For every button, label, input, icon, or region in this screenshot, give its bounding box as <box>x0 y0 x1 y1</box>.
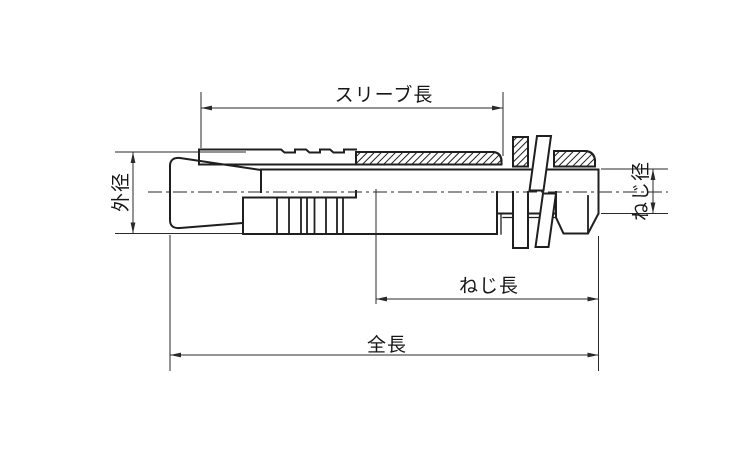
dim-label-thread-diameter: ねじ径 <box>630 161 652 221</box>
dim-label-total-length: 全長 <box>367 334 407 356</box>
extension-lines <box>115 92 668 371</box>
clip-slits-bottom-view <box>242 190 498 235</box>
dimension-arrowheads <box>130 105 656 358</box>
hex-nut <box>553 150 600 235</box>
spring-washer <box>528 135 558 248</box>
dim-label-sleeve-length: スリーブ長 <box>335 83 434 106</box>
flat-washer <box>512 136 529 249</box>
sleeve-section-hatched <box>355 151 503 166</box>
dim-label-thread-length: ねじ長 <box>459 276 519 297</box>
clip-slits <box>276 197 344 234</box>
cone-tip <box>169 156 263 230</box>
dim-label-outer-diameter: 外径 <box>110 172 132 212</box>
